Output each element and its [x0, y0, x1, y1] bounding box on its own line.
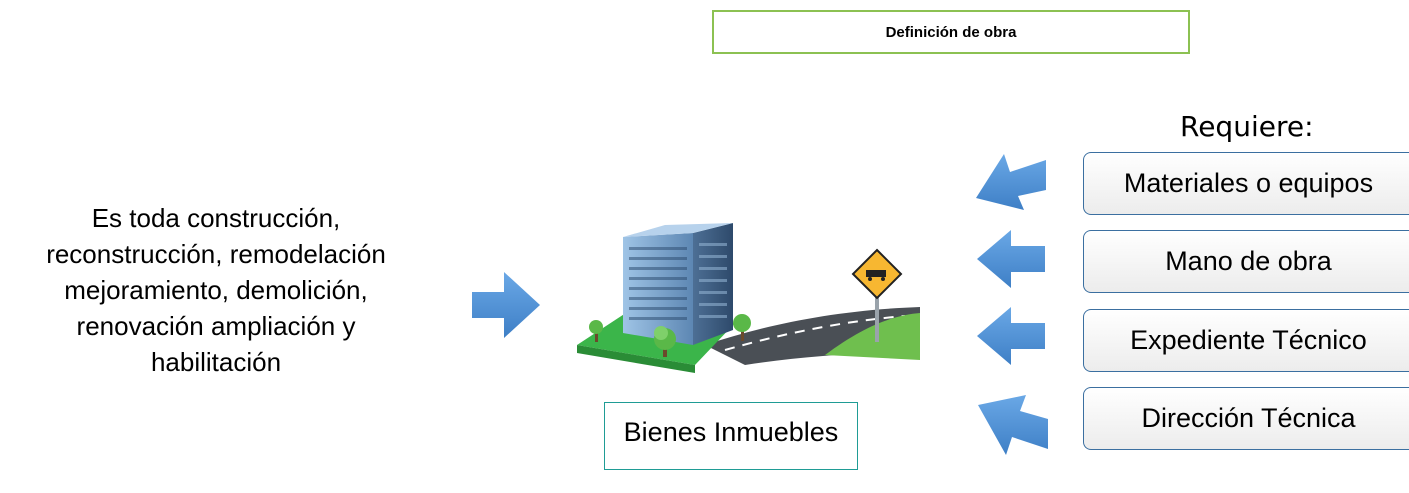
building-illustration — [577, 223, 920, 373]
result-box — [604, 402, 858, 470]
requirement-technical-file: Expediente Técnico — [1083, 309, 1409, 372]
arrow-left-icon — [977, 307, 1045, 365]
requirement-technical-direction: Dirección Técnica — [1083, 387, 1409, 450]
arrow-left-icon — [978, 395, 1048, 455]
requirement-label: Dirección Técnica — [1141, 403, 1356, 433]
requirement-label: Materiales o equipos — [1123, 168, 1374, 198]
requirement-materials: Materiales o equipos — [1083, 152, 1409, 215]
road-sign-icon — [851, 248, 903, 342]
requirement-label: Mano de obra — [1165, 246, 1332, 276]
result-label: Bienes Inmuebles — [623, 417, 839, 447]
arrow-right-icon — [472, 272, 540, 338]
requirement-label: Expediente Técnico — [1130, 325, 1367, 355]
definition-text: Es toda construcción, reconstrucción, re… — [46, 203, 386, 377]
requirement-labor: Mano de obra — [1083, 230, 1409, 293]
requires-heading: Requiere: — [1180, 110, 1314, 143]
arrow-left-icon — [976, 154, 1046, 210]
arrow-left-icon — [977, 230, 1045, 288]
diagram-title: Definición de obra — [712, 10, 1190, 54]
